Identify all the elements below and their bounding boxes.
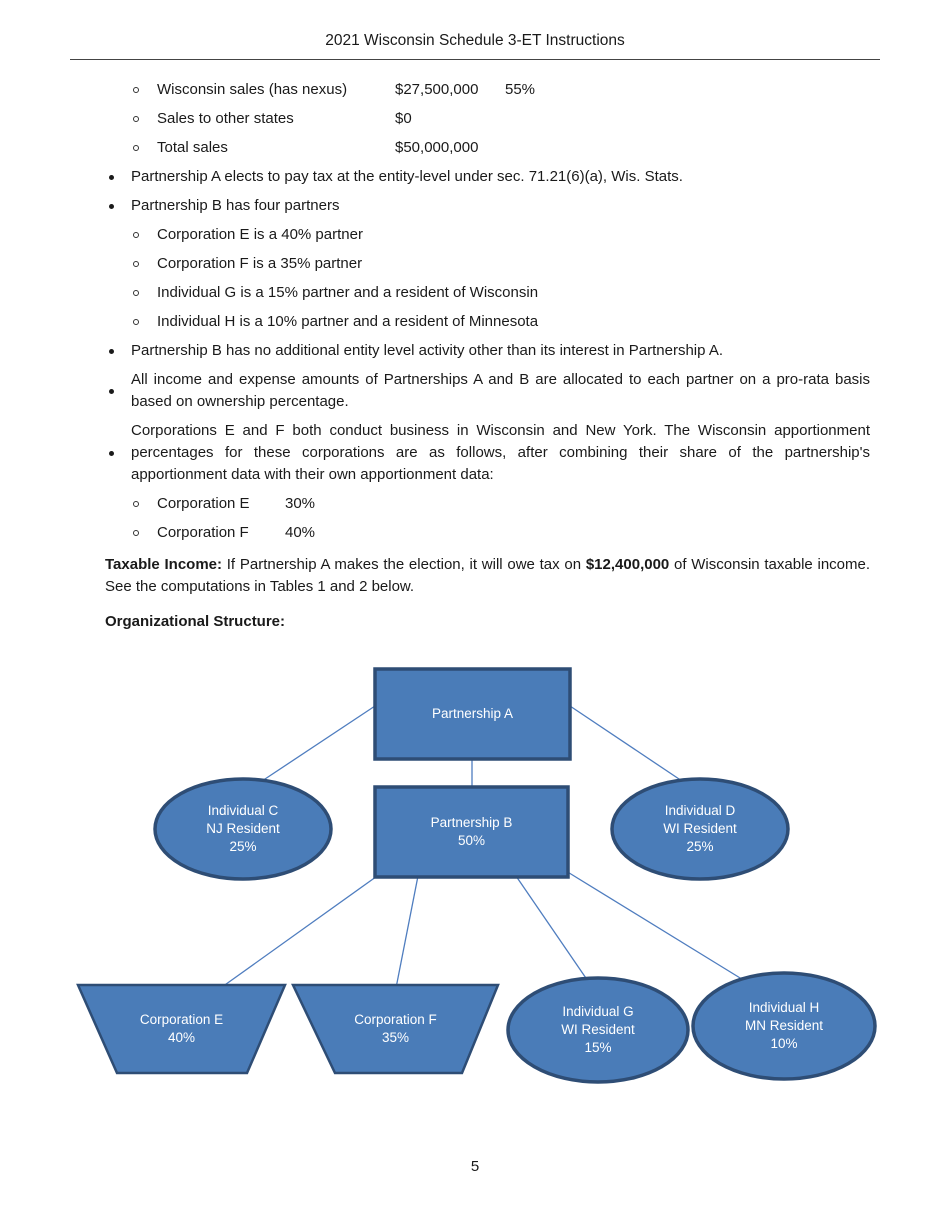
connector-b-to-f xyxy=(395,875,419,989)
bullet-marker xyxy=(105,369,131,413)
sales-row: Sales to other states $0 xyxy=(133,108,870,130)
individual-d-label: Individual D WI Resident 25% xyxy=(663,803,737,854)
taxable-income-amount: $12,400,000 xyxy=(585,556,670,573)
partnership-a-box xyxy=(373,667,572,761)
apportionment-row: Corporation F 40% xyxy=(133,522,870,544)
bullet-item: Partnership B has four partners xyxy=(105,195,870,217)
bullet-marker xyxy=(105,166,131,188)
bullet-text: Partnership B has no additional entity l… xyxy=(131,342,723,359)
corporation-e-label: Corporation E 40% xyxy=(139,1012,224,1045)
org-chart: Partnership A Partnership B 50% Individu… xyxy=(0,646,950,1116)
circle-bullet-marker xyxy=(133,137,157,159)
circle-bullet-marker xyxy=(133,253,157,275)
org-structure-heading: Organizational Structure: xyxy=(105,613,286,630)
bullet-marker xyxy=(105,420,131,486)
bullet-marker xyxy=(105,195,131,217)
individual-d-ellipse xyxy=(610,777,790,881)
circle-bullet-marker xyxy=(133,311,157,333)
partnership-a-label: Partnership A xyxy=(431,706,514,721)
bullet-item: All income and expense amounts of Partne… xyxy=(105,369,870,413)
sales-row: Wisconsin sales (has nexus) $27,500,000 … xyxy=(133,79,870,101)
apportionment-label: Corporation E xyxy=(157,495,250,512)
taxable-income-text: of Wisconsin taxable income. See the com… xyxy=(105,556,871,595)
apportionment-row: Corporation E 30% xyxy=(133,493,870,515)
bullet-text: Partnership B has four partners xyxy=(131,197,340,214)
partner-text: Corporation E is a 40% partner xyxy=(157,226,363,243)
partner-item: Corporation E is a 40% partner xyxy=(133,224,870,246)
circle-bullet-marker xyxy=(133,282,157,304)
partner-item: Corporation F is a 35% partner xyxy=(133,253,870,275)
bullet-text: Corporations E and F both conduct busine… xyxy=(131,422,870,483)
bullet-text: Partnership A elects to pay tax at the e… xyxy=(131,168,683,185)
header-rule xyxy=(70,59,880,60)
bullet-item: Partnership B has no additional entity l… xyxy=(105,340,870,362)
connector-a-to-c xyxy=(261,705,376,782)
circle-bullet-marker xyxy=(133,522,157,544)
taxable-income-lead: Taxable Income: xyxy=(105,556,223,573)
connector-b-to-e xyxy=(221,873,381,988)
apportionment-value: 30% xyxy=(285,495,316,512)
partner-text: Individual H is a 10% partner and a resi… xyxy=(157,313,539,330)
connector-a-to-d xyxy=(569,705,683,782)
sales-label: Wisconsin sales (has nexus) xyxy=(157,81,348,98)
sales-value: $50,000,000 xyxy=(395,139,479,156)
circle-bullet-marker xyxy=(133,108,157,130)
individual-g-ellipse xyxy=(506,976,690,1084)
individual-g-label: Individual G WI Resident 15% xyxy=(561,1004,635,1055)
circle-bullet-marker xyxy=(133,79,157,101)
partner-text: Corporation F is a 35% partner xyxy=(157,255,363,272)
taxable-income-paragraph: Taxable Income: If Partnership A makes t… xyxy=(105,554,870,598)
partner-item: Individual H is a 10% partner and a resi… xyxy=(133,311,870,333)
individual-c-label: Individual C NJ Resident 25% xyxy=(206,803,280,854)
bullet-text: All income and expense amounts of Partne… xyxy=(131,371,870,410)
bullet-marker xyxy=(105,340,131,362)
corporation-f-label: Corporation F 35% xyxy=(354,1012,437,1045)
sales-value: $27,500,000 xyxy=(395,81,479,98)
bullet-item: Corporations E and F both conduct busine… xyxy=(105,420,870,486)
sales-pct: 55% xyxy=(505,81,536,98)
page-number: 5 xyxy=(470,1158,480,1175)
individual-c-ellipse xyxy=(153,777,333,881)
individual-h-ellipse xyxy=(691,971,877,1081)
circle-bullet-marker xyxy=(133,493,157,515)
partnership-b-label: Partnership B 50% xyxy=(430,815,513,848)
sales-label: Total sales xyxy=(157,139,228,156)
partnership-b-box xyxy=(373,785,570,879)
corporation-e-trapezoid xyxy=(76,983,287,1075)
page-title: 2021 Wisconsin Schedule 3-ET Instruction… xyxy=(325,32,625,49)
partner-item: Individual G is a 15% partner and a resi… xyxy=(133,282,870,304)
sales-row: Total sales $50,000,000 xyxy=(133,137,870,159)
individual-h-label: Individual H MN Resident 10% xyxy=(744,1000,824,1051)
partner-text: Individual G is a 15% partner and a resi… xyxy=(157,284,539,301)
connector-b-to-h xyxy=(565,870,746,982)
corporation-f-trapezoid xyxy=(291,983,500,1075)
bullet-item: Partnership A elects to pay tax at the e… xyxy=(105,166,870,188)
body-content: Wisconsin sales (has nexus) $27,500,000 … xyxy=(105,79,870,598)
sales-label: Sales to other states xyxy=(157,110,294,127)
sales-value: $0 xyxy=(395,110,412,127)
apportionment-value: 40% xyxy=(285,524,316,541)
taxable-income-text: If Partnership A makes the election, it … xyxy=(222,556,586,573)
apportionment-label: Corporation F xyxy=(157,524,249,541)
circle-bullet-marker xyxy=(133,224,157,246)
connector-b-to-g xyxy=(515,875,591,985)
org-chart-canvas xyxy=(76,667,877,1084)
